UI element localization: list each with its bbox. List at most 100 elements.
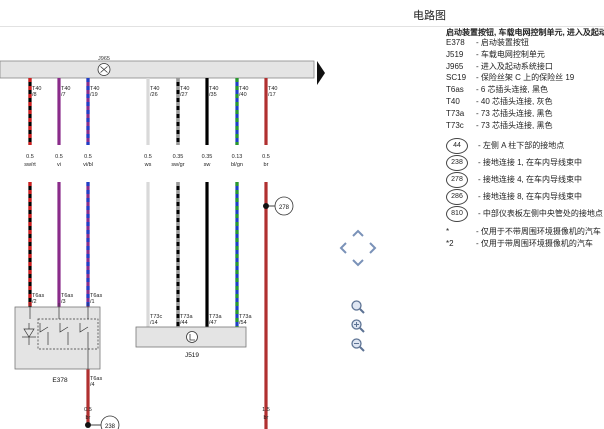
j965-bus-bar [0,60,315,79]
legend-ground-entry: 278 - 接地连接 4, 在车内导线束中 [446,172,583,189]
legend-text: - 接地连接 1, 在车内导线束中 [478,158,583,168]
wire-conn-label: T40 [32,86,41,92]
pan-down-icon[interactable] [351,258,365,268]
j519-conn-label: T73a [239,314,252,320]
right-wire-color: br [264,415,269,421]
pan-left-icon[interactable] [338,241,348,255]
pan-up-icon[interactable] [351,228,365,238]
legend-entry: SC19 - 保险丝架 C 上的保险丝 19 [446,72,574,84]
wire-conn-label: T40 [239,86,248,92]
e378-pin-label: /1 [90,299,95,305]
legend-code: T40 [446,97,460,106]
wire-conn-label: T40 [180,86,189,92]
wire-conn-label: T40 [150,86,159,92]
wire-pin-label: /40 [239,92,247,98]
j965-label: J965 [98,56,110,62]
legend-panel: 启动装置按钮, 车载电网控制单元, 进入及起动系统接口 E378- 启动装置按钮… [446,27,604,429]
legend-code: * [446,227,450,237]
wire-size-label: 0.5 [262,154,270,160]
wire-size-label: 0.35 [202,154,213,160]
legend-ground-entry: 44- 左侧 A 柱下部的接地点 [446,138,564,155]
pan-right-icon[interactable] [368,241,378,255]
wire-color-label: sw/rt [24,162,36,168]
j519-pin-label: /47 [209,320,217,326]
wire-size-label: 0.35 [173,154,184,160]
e378-out-pin: /4 [90,382,95,388]
junction-dot [263,203,269,209]
legend-note: *2- 仅用于带周围环境摄像机的汽车 [446,238,593,250]
j519-pin-label: /14 [150,320,158,326]
junction-dot-bottom [85,422,91,428]
j519-conn-label: T73c [150,314,162,320]
legend-code: T73a [446,108,465,118]
j519-symbol-mark [189,334,195,341]
ground-278-icon [274,196,294,216]
legend-text: - 仅用于带周围环境摄像机的汽车 [476,239,593,249]
legend-title: 启动装置按钮, 车载电网控制单元, 进入及起动系统接口 [446,28,604,37]
j519-pin-label: /54 [239,320,247,326]
e378-pin-label: /3 [61,299,66,305]
wire-size-label: 0.5 [144,154,152,160]
e378-label: E378 [52,377,68,384]
legend-text: - 接地连接 4, 在车内导线束中 [478,175,583,185]
wire-size-label: 0.13 [232,154,243,160]
legend-text: - 保险丝架 C 上的保险丝 19 [476,73,575,83]
ground-point-icon: 278 [446,172,468,189]
legend-text: - 73 芯插头连接, 黑色 [476,120,553,130]
legend-entry: T40- 40 芯插头连接, 灰色 [446,96,552,108]
wire-conn-label: T40 [268,86,277,92]
legend-text: - 中部仪表板左侧中央管处的接地点 [478,209,603,219]
wire-pin-label: /17 [268,92,276,98]
j519-pin-label: /44 [180,320,188,326]
zoom-out-icon[interactable] [350,337,366,353]
zoom-in-icon[interactable] [350,318,366,334]
legend-code: J965 [446,61,464,71]
wire-color-label: vi [57,162,61,168]
ground-278-label: 278 [279,205,290,211]
legend-text: - 仅用于不带周围环境摄像机的汽车 [476,227,601,237]
j519-conn-label: T73a [180,314,193,320]
legend-text: - 车载电网控制单元 [476,49,545,59]
right-wire-size: 1.5 [262,407,270,413]
wire-pin-label: /27 [180,92,188,98]
legend-text: - 6 芯插头连接, 黑色 [476,85,549,95]
legend-ground-entry: 238- 接地连接 1, 在车内导线束中 [446,155,583,172]
wire-pin-label: /8 [32,92,37,98]
e378-out-size: 0.5 [84,407,92,413]
header-bar: 电路图 [0,0,604,27]
e378-pin-label: /2 [32,299,37,305]
legend-ground-entry: 810 - 中部仪表板左侧中央管处的接地点 [446,206,603,223]
zoom-fit-icon[interactable] [350,299,366,315]
legend-text: - 73 芯插头连接, 黑色 [476,108,553,118]
next-page-button[interactable] [316,60,326,91]
circuit-diagram: J965 E378 J519 278 23 [0,27,322,429]
bus-symbol-cross [100,66,108,73]
j519-symbol-icon [186,331,198,343]
legend-entry: T6as- 6 芯插头连接, 黑色 [446,84,548,96]
wire-color-label: sw/gr [171,162,184,168]
legend-note: * - 仅用于不带周围环境摄像机的汽车 [446,226,601,238]
page-title: 电路图 [413,10,446,22]
e378-conn-label: T6as [32,293,44,299]
legend-code: J519 [446,49,464,59]
e378-switch-icon [22,303,99,369]
wire-size-label: 0.5 [84,154,92,160]
wire-conn-label: T40 [209,86,218,92]
ground-point-icon: 810 [446,206,468,223]
e378-out-conn: T6as [90,376,102,382]
wire-pin-label: /7 [61,92,66,98]
e378-box [14,306,101,370]
e378-conn-label: T6as [61,293,73,299]
legend-code: SC19 [446,73,467,83]
legend-code: E378 [446,38,465,47]
wire-group [28,78,268,429]
wire-conn-label: T40 [61,86,70,92]
legend-text: - 进入及起动系统接口 [476,61,553,71]
next-page-arrow-icon[interactable] [316,60,326,86]
ground-238-icon [100,415,120,429]
legend-entry: T73c- 73 芯插头连接, 黑色 [446,120,552,132]
legend-entry: J965 - 进入及起动系统接口 [446,61,553,73]
ground-point-icon: 286 [446,189,468,206]
wire-label-group: T40/80.5sw/rtT40/70.5viT40/190.5vi/blT40… [24,86,277,421]
wire-color-label: ws [144,162,152,168]
